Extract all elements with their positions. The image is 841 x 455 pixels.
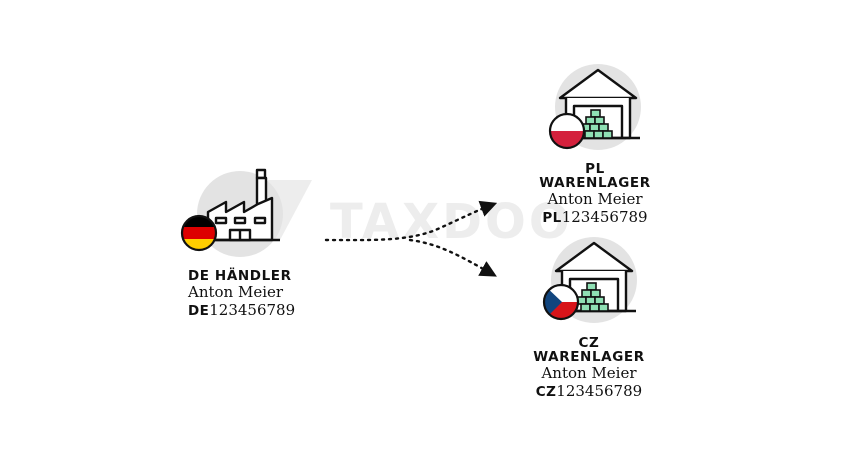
pl-vat-prefix: PL: [542, 210, 562, 227]
stacked-boxes-icon: [576, 282, 609, 312]
arrow-to-pl: [324, 200, 498, 242]
cz-title: CZ WARENLAGER: [533, 335, 645, 366]
pl-vat-id: PL123456789: [530, 208, 660, 227]
cz-node-graphic: [542, 237, 637, 323]
source-vat-id: DE123456789: [188, 300, 296, 319]
source-vat-prefix: DE: [188, 302, 210, 319]
pl-name: Anton Meier: [547, 190, 643, 209]
cz-name: Anton Meier: [541, 364, 637, 383]
flow-arrows: [324, 200, 498, 277]
poland-flag-icon: [550, 114, 584, 148]
source-label: DE HÄNDLER Anton Meier DE123456789: [188, 269, 295, 319]
cz-vat-prefix: CZ: [535, 384, 557, 401]
arrow-to-cz: [408, 238, 497, 277]
source-vat-number: 123456789: [209, 300, 296, 319]
pl-node-graphic: [548, 64, 641, 150]
source-title: DE HÄNDLER: [188, 268, 292, 284]
germany-flag-icon: [182, 216, 216, 250]
cz-vat-number: 123456789: [556, 382, 643, 401]
factory-icon: [200, 168, 280, 242]
source-name: Anton Meier: [188, 283, 284, 302]
pl-label: PL WARENLAGER Anton Meier PL123456789: [530, 162, 660, 226]
cz-vat-id: CZ123456789: [524, 382, 654, 401]
pl-vat-number: 123456789: [561, 208, 648, 227]
pl-title: PL WARENLAGER: [539, 161, 651, 192]
cz-label: CZ WARENLAGER Anton Meier CZ123456789: [524, 336, 654, 400]
source-node-graphic: [180, 168, 283, 257]
